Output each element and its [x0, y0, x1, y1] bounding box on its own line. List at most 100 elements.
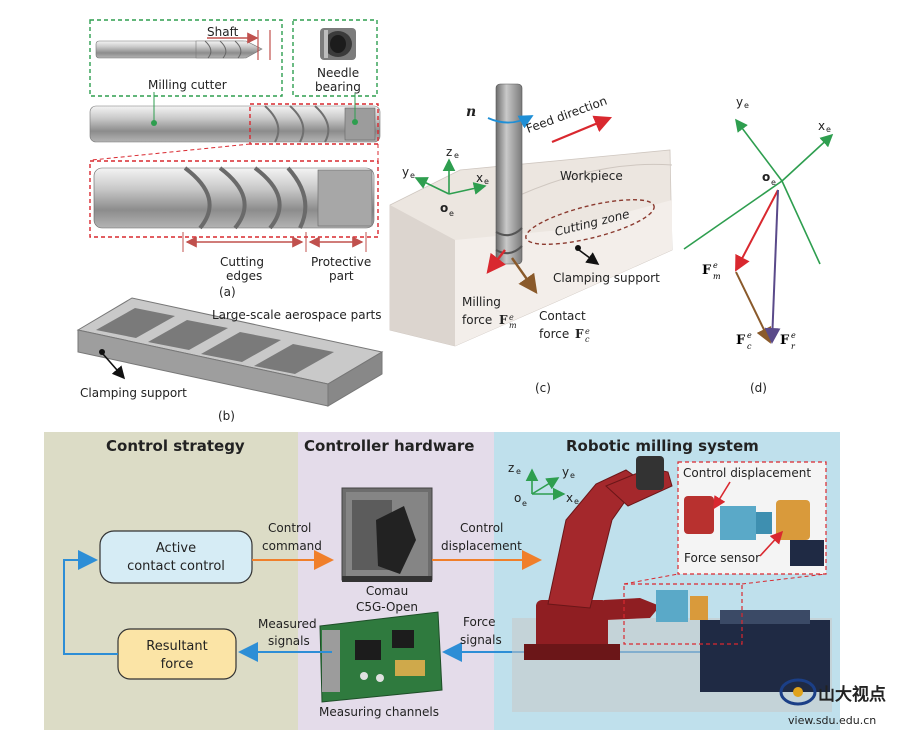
fm-sub-d: m — [713, 272, 721, 281]
axis-x-d: x — [818, 119, 825, 133]
control-displacement-1: Control — [460, 521, 503, 535]
control-strategy-title: Control strategy — [106, 437, 245, 455]
axis-o-robot-sub: e — [522, 499, 527, 508]
caption-a: (a) — [219, 285, 236, 299]
clamping-support-b: Clamping support — [80, 386, 187, 400]
sdu-eye-logo-icon — [779, 678, 817, 706]
panel-c: n Feed direction Workpiece Cutting zone … — [389, 83, 673, 395]
axis-o-d-sub: e — [771, 178, 776, 187]
active-contact-control-box — [99, 530, 253, 584]
needle-bearing-box — [292, 19, 378, 97]
fm-sub-c: m — [509, 321, 517, 330]
axis-x-robot: x — [566, 491, 573, 505]
comau-2: C5G-Open — [356, 600, 418, 614]
clamping-support-c: Clamping support — [553, 271, 660, 285]
n-label: n — [466, 104, 476, 120]
measured-signals-2: signals — [268, 634, 310, 648]
milling-force-1: Milling — [462, 295, 501, 309]
caption-c: (c) — [535, 381, 551, 395]
axis-z-robot-sub: e — [516, 467, 521, 476]
inset-tool-icon — [684, 496, 824, 566]
axis-o-c-sub: e — [449, 209, 454, 218]
inset-force-sensor: Force sensor — [684, 551, 760, 565]
caption-d: (d) — [750, 381, 767, 395]
fm-sup-c: e — [509, 313, 514, 322]
contact-force-1: Contact — [539, 309, 586, 323]
resultant-2: force — [161, 657, 194, 672]
watermark: 山大视点 view.sdu.edu.cn — [779, 678, 886, 727]
axis-o-robot: o — [514, 491, 521, 505]
tool-assembly — [89, 105, 381, 143]
cutting-zone-ellipse — [525, 199, 655, 245]
panel-a: Shaft Milling cutter Needle bearing — [89, 19, 381, 299]
control-command-1: Control — [268, 521, 311, 535]
robot-arm-icon — [512, 456, 832, 712]
control-displacement-2: displacement — [441, 539, 522, 553]
axis-x-c-sub: e — [484, 177, 489, 186]
axis-z-robot: z — [508, 461, 514, 475]
shaft-label: Shaft — [207, 25, 239, 39]
axis-z-c-sub: e — [454, 151, 459, 160]
feed-direction-label: Feed direction — [524, 94, 609, 136]
aerospace-title: Large-scale aerospace parts — [212, 308, 381, 322]
protective-part-1: Protective — [311, 255, 371, 269]
measured-signals-1: Measured — [258, 617, 317, 631]
robotic-system-title: Robotic milling system — [566, 437, 759, 455]
axes-robot: z e y e x e o e — [508, 461, 579, 508]
tool-region-box — [623, 583, 743, 645]
measuring-channels-label: Measuring channels — [319, 705, 439, 719]
axis-y-c-sub: e — [410, 171, 415, 180]
axis-x-d-sub: e — [826, 125, 831, 134]
fm-sup-d: e — [713, 261, 718, 270]
contact-force-2: force — [539, 327, 569, 341]
axis-o-d: o — [762, 170, 770, 184]
workpiece-label: Workpiece — [560, 169, 623, 183]
zoom-box-small — [249, 103, 379, 145]
aerospace-part-icon — [76, 297, 384, 407]
axis-z-c: z — [446, 145, 452, 159]
force-signals-1: Force — [463, 615, 495, 629]
fr-symbol-d: F — [780, 333, 790, 348]
cutting-edges-2: edges — [226, 269, 262, 283]
inset-control-displacement: Control displacement — [683, 466, 811, 480]
feedback-loop-arrow — [63, 550, 118, 655]
vector-fc — [735, 271, 772, 344]
fr-sub-d: r — [791, 342, 796, 351]
measuring-channels-board-icon — [319, 611, 443, 703]
watermark-logo-text: 山大视点 — [818, 684, 886, 705]
force-signals-2: signals — [460, 633, 502, 647]
fm-symbol-c: F — [499, 313, 508, 327]
needle-label-1: Needle — [317, 66, 359, 80]
milling-cutter-label: Milling cutter — [148, 78, 227, 92]
fc-symbol-d: F — [736, 333, 746, 348]
comau-1: Comau — [366, 584, 408, 598]
fc-symbol-c: F — [575, 327, 584, 341]
fc-sup-d: e — [747, 331, 752, 340]
resultant-1: Resultant — [146, 639, 207, 654]
milling-cutter-box — [89, 19, 283, 97]
needle-bearing-icon — [320, 28, 356, 60]
cutting-edges-1: Cutting — [220, 255, 264, 269]
fc-sub-c: c — [585, 335, 590, 344]
axis-o-c: o — [440, 201, 448, 215]
vector-fr — [764, 189, 781, 344]
controller-hardware-title: Controller hardware — [304, 437, 474, 455]
caption-b: (b) — [218, 409, 235, 423]
axis-y-c: y — [402, 165, 409, 179]
protective-part-2: part — [329, 269, 354, 283]
axis-y-d-sub: e — [744, 101, 749, 110]
active-contact-2: contact control — [127, 559, 225, 574]
fc-sub-d: c — [747, 342, 752, 351]
axis-y-robot-sub: e — [570, 471, 575, 480]
fc-sup-c: e — [585, 327, 590, 336]
control-command-2: command — [262, 539, 322, 553]
system-diagram: Control strategy Controller hardware Rob… — [44, 432, 840, 730]
spindle-icon — [495, 83, 523, 265]
panel-b: Large-scale aerospace parts Clamping sup… — [76, 297, 384, 423]
fr-sup-d: e — [791, 331, 796, 340]
panel-d: y e x e o e F e m F e c F e r (d) — [683, 95, 834, 395]
axes-c: z e x e y e o e — [402, 145, 489, 218]
comau-controller-icon — [341, 487, 433, 582]
active-contact-1: Active — [156, 541, 196, 556]
